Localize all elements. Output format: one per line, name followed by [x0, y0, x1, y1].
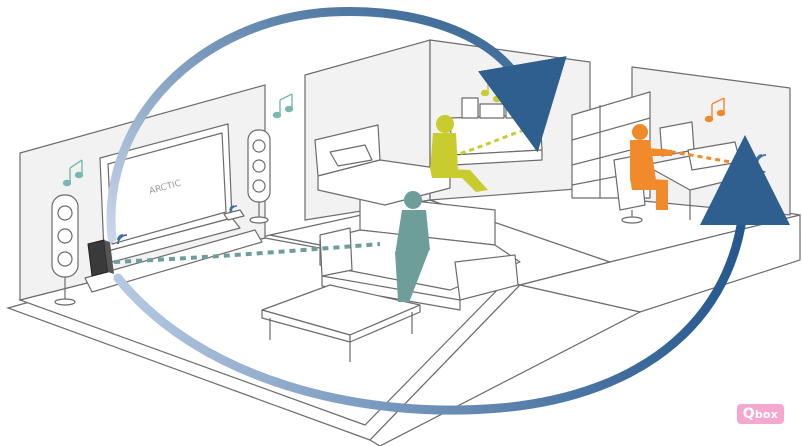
coffee-table — [261, 284, 421, 362]
stream-arc-to-office — [113, 135, 790, 415]
small-router — [223, 209, 245, 221]
left-speaker — [51, 194, 79, 306]
person-bed-green — [430, 115, 488, 192]
right-speaker — [247, 129, 271, 224]
media-server-box — [87, 239, 114, 277]
music-note-icon-office — [704, 97, 726, 123]
floor-plan — [6, 181, 801, 446]
music-note-icon-center — [272, 93, 294, 119]
logo-letter: Q — [742, 406, 755, 422]
wifi-signal-icon-router — [229, 205, 238, 214]
tv: ARCTIC — [84, 123, 263, 293]
qbox-logo: Qbox — [736, 404, 784, 424]
wifi-signal-icon-tv — [117, 234, 128, 245]
stream-arc-to-bedroom — [106, 6, 567, 243]
logo-text: box — [754, 408, 778, 421]
person-desk-orange — [630, 124, 672, 210]
music-note-icon-left — [62, 159, 84, 187]
person-sofa-teal — [395, 191, 430, 302]
